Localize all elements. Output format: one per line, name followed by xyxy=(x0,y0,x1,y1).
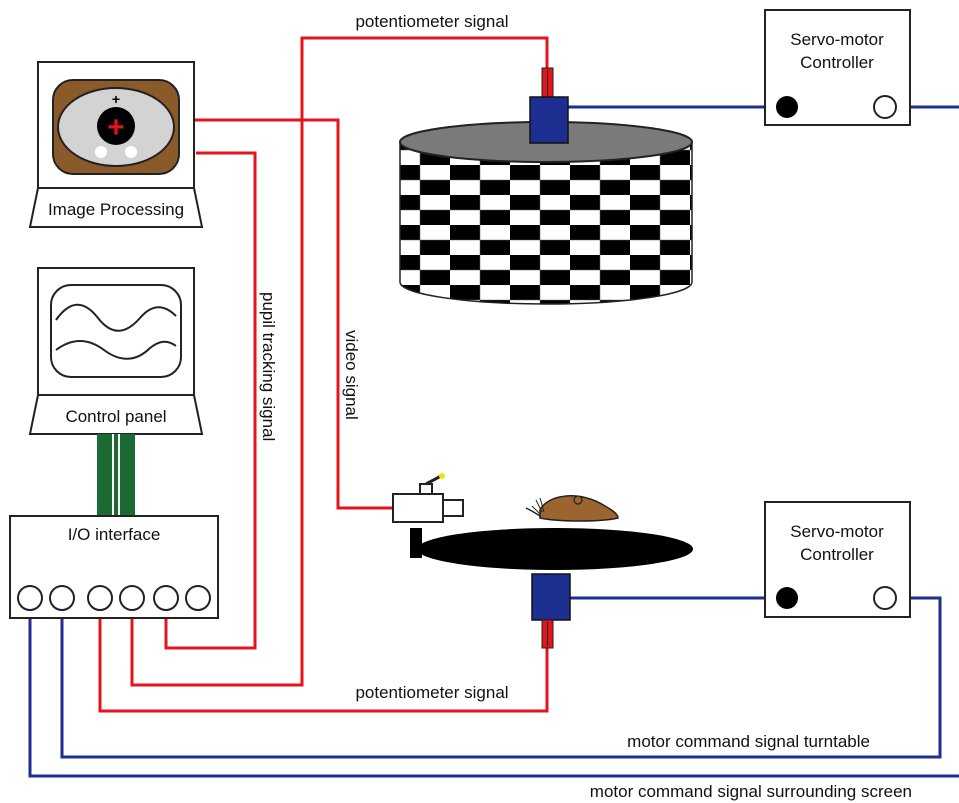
turntable-support xyxy=(410,528,422,558)
servo-controller-bottom: Servo-motor Controller xyxy=(764,501,911,618)
control-panel-label: Control panel xyxy=(65,407,166,426)
servo-top-output xyxy=(873,95,897,119)
image-processing-label: Image Processing xyxy=(48,200,184,219)
servo-bottom-output xyxy=(873,586,897,610)
pupil-center-marker: + xyxy=(107,111,125,144)
red-signal-wires xyxy=(98,36,549,713)
io-port-5 xyxy=(153,585,179,611)
io-port-1 xyxy=(17,585,43,611)
servo-top-title-line1: Servo-motor xyxy=(790,30,884,49)
io-ports xyxy=(17,585,211,611)
io-port-6 xyxy=(185,585,211,611)
label-motor-screen: motor command signal surrounding screen xyxy=(590,782,912,801)
turntable-platform xyxy=(417,528,693,570)
pupil-top-marker: + xyxy=(112,91,120,107)
image-processing-base xyxy=(28,187,204,228)
drum-checker-wall xyxy=(400,142,692,304)
mouse xyxy=(525,495,619,522)
pupil-tracking-wire xyxy=(164,151,257,650)
image-processing-monitor: + + Image Processing xyxy=(28,61,204,228)
potentiometer-wire-top xyxy=(130,36,549,687)
servo-controller-top: Servo-motor Controller xyxy=(764,9,911,126)
waveform-bottom xyxy=(55,340,177,360)
camera-led xyxy=(439,473,445,479)
corneal-reflex-right xyxy=(125,146,137,158)
motor-wire-screen xyxy=(28,598,959,778)
io-interface-label: I/O interface xyxy=(68,525,161,544)
label-pupil-tracking: pupil tracking signal xyxy=(259,292,278,441)
servo-bottom-title-line2: Controller xyxy=(800,545,874,564)
io-interface-box: I/O interface xyxy=(9,515,219,619)
io-port-3 xyxy=(87,585,113,611)
io-port-2 xyxy=(49,585,75,611)
servo-bottom-input xyxy=(776,587,798,609)
motor-wire-turntable xyxy=(60,596,942,759)
control-panel-base xyxy=(28,394,204,435)
servo-top-title-line2: Controller xyxy=(800,53,874,72)
turntable xyxy=(410,528,693,570)
control-panel-cable xyxy=(97,434,135,516)
video-signal-wire xyxy=(195,118,393,510)
label-potentiometer-top: potentiometer signal xyxy=(355,12,508,31)
waveform-top xyxy=(55,303,177,332)
corneal-reflex-left xyxy=(95,146,107,158)
servo-top-input xyxy=(776,96,798,118)
drum-bottom-rim xyxy=(399,281,693,305)
label-motor-turntable: motor command signal turntable xyxy=(627,732,870,751)
motor-bottom xyxy=(531,573,571,621)
label-potentiometer-bottom: potentiometer signal xyxy=(355,683,508,702)
servo-bottom-title-line1: Servo-motor xyxy=(790,522,884,541)
control-panel-monitor: Control panel xyxy=(28,267,204,435)
potentiometer-wire-bottom xyxy=(98,598,549,713)
io-port-4 xyxy=(119,585,145,611)
motor-top xyxy=(529,96,569,144)
label-video-signal: video signal xyxy=(342,330,361,420)
video-camera-icon xyxy=(392,473,464,523)
surrounding-screen-drum xyxy=(399,121,693,305)
pupil xyxy=(97,107,135,145)
